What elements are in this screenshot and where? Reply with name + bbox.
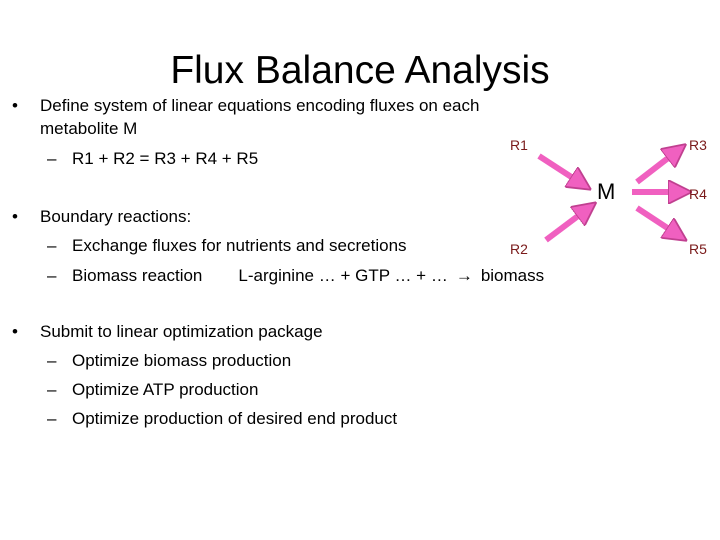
biomass-line: Biomass reaction L-arginine … + GTP … + … bbox=[72, 265, 544, 287]
bullet-text: Define system of linear equations encodi… bbox=[40, 96, 480, 115]
bullet-2: • Boundary reactions: bbox=[12, 206, 191, 228]
sub-bullet: –Optimize biomass production bbox=[47, 350, 291, 372]
bullet-glyph: • bbox=[12, 322, 18, 341]
sub-bullet: – Biomass reaction L-arginine … + GTP … … bbox=[47, 265, 544, 287]
bullet-glyph: • bbox=[12, 207, 18, 226]
arrow-icon: → bbox=[455, 266, 473, 285]
label-r2: R2 bbox=[510, 241, 528, 257]
dash: – bbox=[47, 236, 57, 255]
label-r3: R3 bbox=[689, 137, 707, 153]
bullet-text: Submit to linear optimization package bbox=[40, 322, 323, 341]
reaction-product: biomass bbox=[480, 266, 545, 285]
sub-text: Biomass reaction bbox=[72, 266, 203, 285]
sub-bullet: –R1 + R2 = R3 + R4 + R5 bbox=[47, 148, 258, 170]
bullet-glyph: • bbox=[12, 96, 18, 115]
label-r5: R5 bbox=[689, 241, 707, 257]
arrow-r1-to-m bbox=[537, 153, 576, 180]
sub-text: Exchange fluxes for nutrients and secret… bbox=[72, 236, 407, 255]
sub-text: Optimize biomass production bbox=[72, 351, 292, 370]
sub-bullet: –Exchange fluxes for nutrients and secre… bbox=[47, 235, 407, 257]
bullet-3: • Submit to linear optimization package bbox=[12, 321, 323, 343]
arrow-m-to-r5 bbox=[635, 205, 672, 231]
dash: – bbox=[47, 149, 57, 168]
label-r4: R4 bbox=[689, 186, 707, 202]
reaction-equation: L-arginine … + GTP … + … bbox=[238, 266, 448, 285]
dash: – bbox=[47, 351, 57, 370]
sub-text: Optimize production of desired end produ… bbox=[72, 409, 398, 428]
metabolite-m: M bbox=[597, 179, 616, 204]
bullet-text: Boundary reactions: bbox=[40, 207, 192, 226]
dash: – bbox=[47, 266, 57, 285]
label-r1: R1 bbox=[510, 137, 528, 153]
bullet-text: metabolite M bbox=[40, 119, 138, 138]
sub-text: R1 + R2 = R3 + R4 + R5 bbox=[72, 149, 259, 168]
dash: – bbox=[47, 409, 57, 428]
sub-bullet: –Optimize production of desired end prod… bbox=[47, 408, 397, 430]
dash: – bbox=[47, 380, 57, 399]
arrow-r2-to-m bbox=[544, 213, 582, 243]
arrow-m-to-r3 bbox=[635, 155, 672, 185]
sub-text: Optimize ATP production bbox=[72, 380, 259, 399]
sub-bullet: –Optimize ATP production bbox=[47, 379, 258, 401]
slide-title: Flux Balance Analysis bbox=[170, 49, 550, 92]
bullet-1: • Define system of linear equations encod… bbox=[12, 95, 479, 117]
